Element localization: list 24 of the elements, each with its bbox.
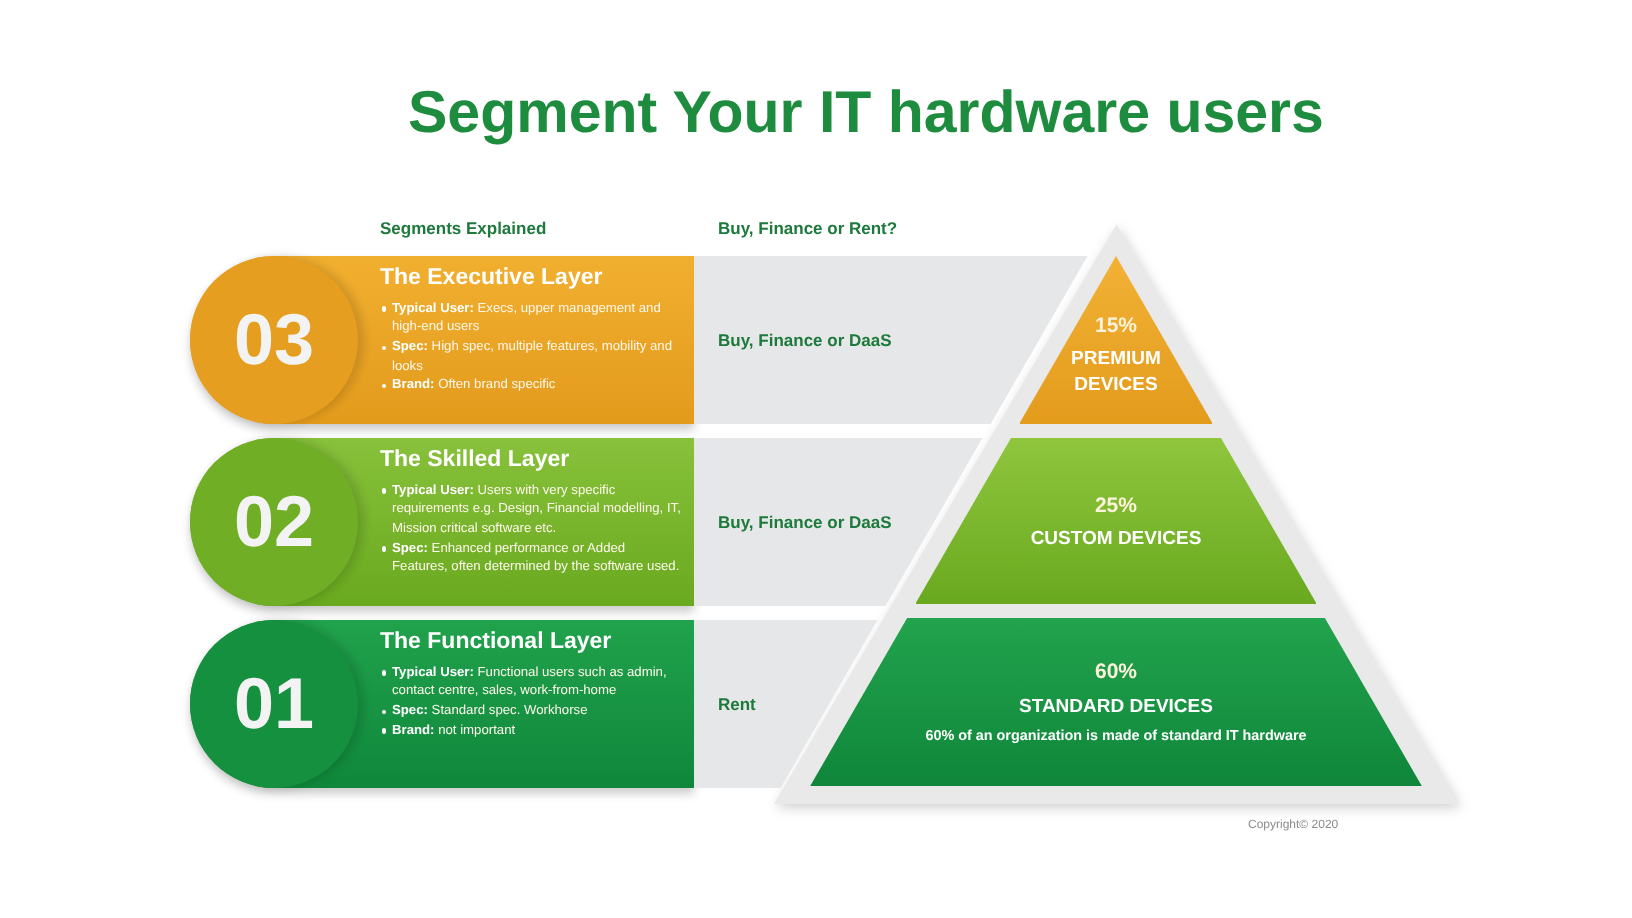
layer-number: 02 [233,486,315,558]
layer-band [190,256,694,424]
layer-heading: The Skilled Layer [380,448,572,476]
layer-band [190,620,694,788]
title: Segment Your IT hardware users [408,82,1324,147]
layer-number: 03 [233,304,315,376]
option-text: Buy, Finance or DaaS [718,329,892,351]
option-text: Buy, Finance or DaaS [718,511,892,533]
column-heading: Segments Explained [380,218,547,239]
layer-number: 01 [233,668,315,740]
percentage-text: 15% [1094,313,1137,339]
layer-heading: The Executive Layer [380,266,605,294]
tier-label: PREMIUM DEVICES [1069,348,1163,400]
layer-heading: The Functional Layer [380,630,614,658]
column-heading: Buy, Finance or Rent? [718,218,898,239]
number-circle [190,438,358,606]
tier-label: STANDARD DEVICES [1019,695,1213,721]
tier-label: CUSTOM DEVICES [1030,528,1202,554]
percentage-text: 60% [1094,659,1137,686]
number-circle [190,620,358,788]
percentage-text: 25% [1094,493,1137,519]
number-circle [190,256,358,424]
option-text: Rent [718,693,756,715]
layer-band [190,438,694,606]
